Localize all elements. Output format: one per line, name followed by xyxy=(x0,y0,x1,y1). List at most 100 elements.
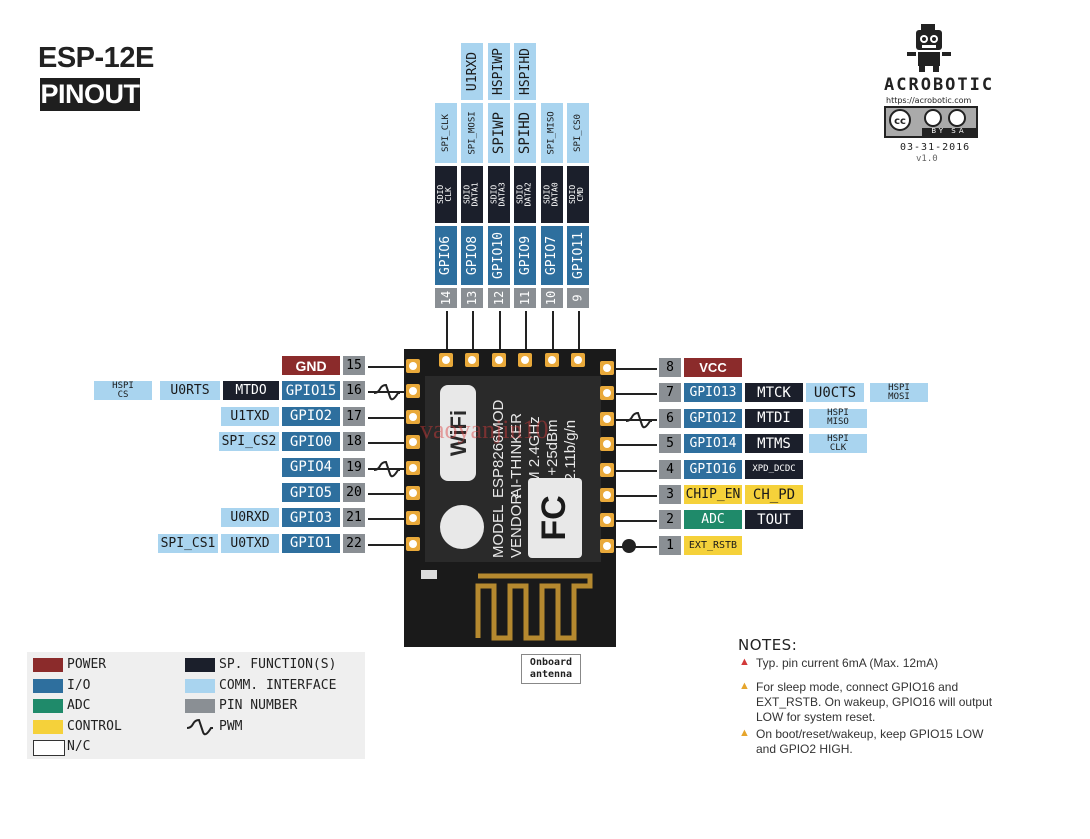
pin-number-text: 13 xyxy=(465,290,480,306)
ext-rstb-dot xyxy=(622,538,636,553)
pin-number: 12 xyxy=(487,288,510,308)
espressif-logo-icon xyxy=(440,505,484,549)
pin-label: GPIO16 xyxy=(684,459,742,479)
pin-function-label: SDIO DATA1 xyxy=(461,166,484,223)
module-model-label: MODEL xyxy=(490,504,507,558)
pin-pad xyxy=(544,353,559,367)
pin-function-label: TOUT xyxy=(745,510,803,530)
pin-pad xyxy=(406,359,420,373)
pin-label-text: GPIO9 xyxy=(517,235,533,276)
pin-number: 3 xyxy=(659,485,681,504)
pin-function-label-text: SDIO CLK xyxy=(436,184,454,205)
pin-number: 9 xyxy=(567,288,589,308)
pin-function-label: MTDO xyxy=(223,381,279,401)
legend-swatch xyxy=(185,699,215,713)
pin-pad xyxy=(406,536,420,551)
pin-label: EXT_RSTB xyxy=(684,535,742,555)
pin-function-label: MTDI xyxy=(745,408,803,428)
svg-text:cc: cc xyxy=(894,116,906,127)
pin-label: GPIO7 xyxy=(540,226,563,285)
pin-label: GPIO2 xyxy=(282,406,340,426)
pin-function-label: MTCK xyxy=(745,383,803,403)
legend-swatch xyxy=(33,678,63,693)
pin-lead xyxy=(616,469,657,472)
note-text: For sleep mode, connect GPIO16 and EXT_R… xyxy=(756,680,993,724)
legend-swatch xyxy=(33,658,63,672)
pin-comm-label: HSPIWP xyxy=(487,43,510,100)
antenna-label: Onboard antenna xyxy=(521,654,581,684)
pin-comm-label-text: HSPIWP xyxy=(491,48,507,95)
legend-swatch xyxy=(185,658,215,672)
pin-lead xyxy=(616,520,657,523)
pin-function-label: U0RTS xyxy=(160,381,220,401)
pad-hole xyxy=(409,438,417,447)
pin-label-text: GPIO11 xyxy=(570,232,586,279)
pin-pad xyxy=(600,361,614,375)
pin-number: 20 xyxy=(343,483,365,502)
pin-lead xyxy=(525,311,528,349)
pin-label: VCC xyxy=(684,358,742,377)
pin-pad xyxy=(600,437,614,452)
pin-label: GPIO11 xyxy=(567,226,589,285)
pin-lead xyxy=(446,311,448,349)
pin-comm-label-text: HSPIHD xyxy=(517,48,533,95)
pin-lead xyxy=(368,493,404,495)
pin-comm-label-text: SPI_MISO xyxy=(546,111,557,155)
version-label: v1.0 xyxy=(916,154,938,164)
pin-number-text: 9 xyxy=(570,294,585,302)
pin-number: 2 xyxy=(659,510,681,530)
pin-comm-label: U1RXD xyxy=(461,43,484,100)
pin-number: 6 xyxy=(659,408,681,428)
cc-license-badge: cc BY SA xyxy=(884,106,978,138)
pin-pad xyxy=(491,353,506,367)
pad-hole xyxy=(603,516,611,525)
pin-lead xyxy=(368,442,404,445)
page-subtitle: PINOUT xyxy=(40,78,140,111)
pwm-icon xyxy=(373,384,400,401)
pin-function-label: SDIO DATA0 xyxy=(540,166,563,223)
pin-pad xyxy=(571,353,585,367)
pin-label: GND xyxy=(282,356,340,375)
legend-label: ADC xyxy=(67,698,91,713)
pin-label-text: GPIO10 xyxy=(491,232,507,279)
pin-comm-label-text: SPI_CLK xyxy=(441,114,451,152)
pin-label: GPIO1 xyxy=(282,533,340,553)
pin-comm-label: SPI_MISO xyxy=(540,103,563,163)
watermark: vaoyanjin10 xyxy=(420,415,549,444)
legend-swatch xyxy=(33,719,63,734)
pin-number: 7 xyxy=(659,383,681,403)
pin-number: 15 xyxy=(343,356,365,375)
warning-yellow-icon: ▲ xyxy=(739,680,750,692)
pin-number: 11 xyxy=(514,288,537,308)
fcc-logo-text: FC xyxy=(535,495,573,541)
pin-pad xyxy=(518,353,533,367)
pin-pad xyxy=(406,486,420,500)
module-labels-text: MODEL VENDOR xyxy=(488,494,528,560)
pin-lead xyxy=(368,416,404,419)
module-led xyxy=(421,570,437,579)
pin-function-label-text: SDIO DATA2 xyxy=(515,182,534,207)
legend-label: N/C xyxy=(67,739,91,754)
antenna-trace xyxy=(475,573,593,641)
pad-hole xyxy=(603,491,611,499)
pin-function-label-text: SDIO DATA1 xyxy=(463,182,481,207)
wifi-logo-icon: WiFi xyxy=(440,385,476,481)
pin-function-label: SDIO CLK xyxy=(435,166,457,223)
pin-pad xyxy=(600,488,614,502)
pin-number: 4 xyxy=(659,459,681,479)
pin-label: GPIO5 xyxy=(282,483,340,502)
pin-label-text: GPIO8 xyxy=(464,235,480,276)
pin-label: GPIO6 xyxy=(435,226,457,285)
pin-number-text: 11 xyxy=(518,290,533,306)
pin-comm-label-text: SPIHD xyxy=(517,111,534,155)
pin-function-label: SDIO CMD xyxy=(567,166,589,223)
pin-lead xyxy=(368,391,404,394)
pin-pad xyxy=(406,460,420,475)
pin-function-label-text: SDIO DATA3 xyxy=(489,182,507,207)
pin-function-label: U0RXD xyxy=(221,508,279,528)
pad-hole xyxy=(468,356,477,364)
pin-function-label: SDIO DATA3 xyxy=(487,166,510,223)
pin-lead xyxy=(616,545,657,548)
pad-hole xyxy=(603,465,611,474)
brand-url: https://acrobotic.com xyxy=(886,96,972,105)
